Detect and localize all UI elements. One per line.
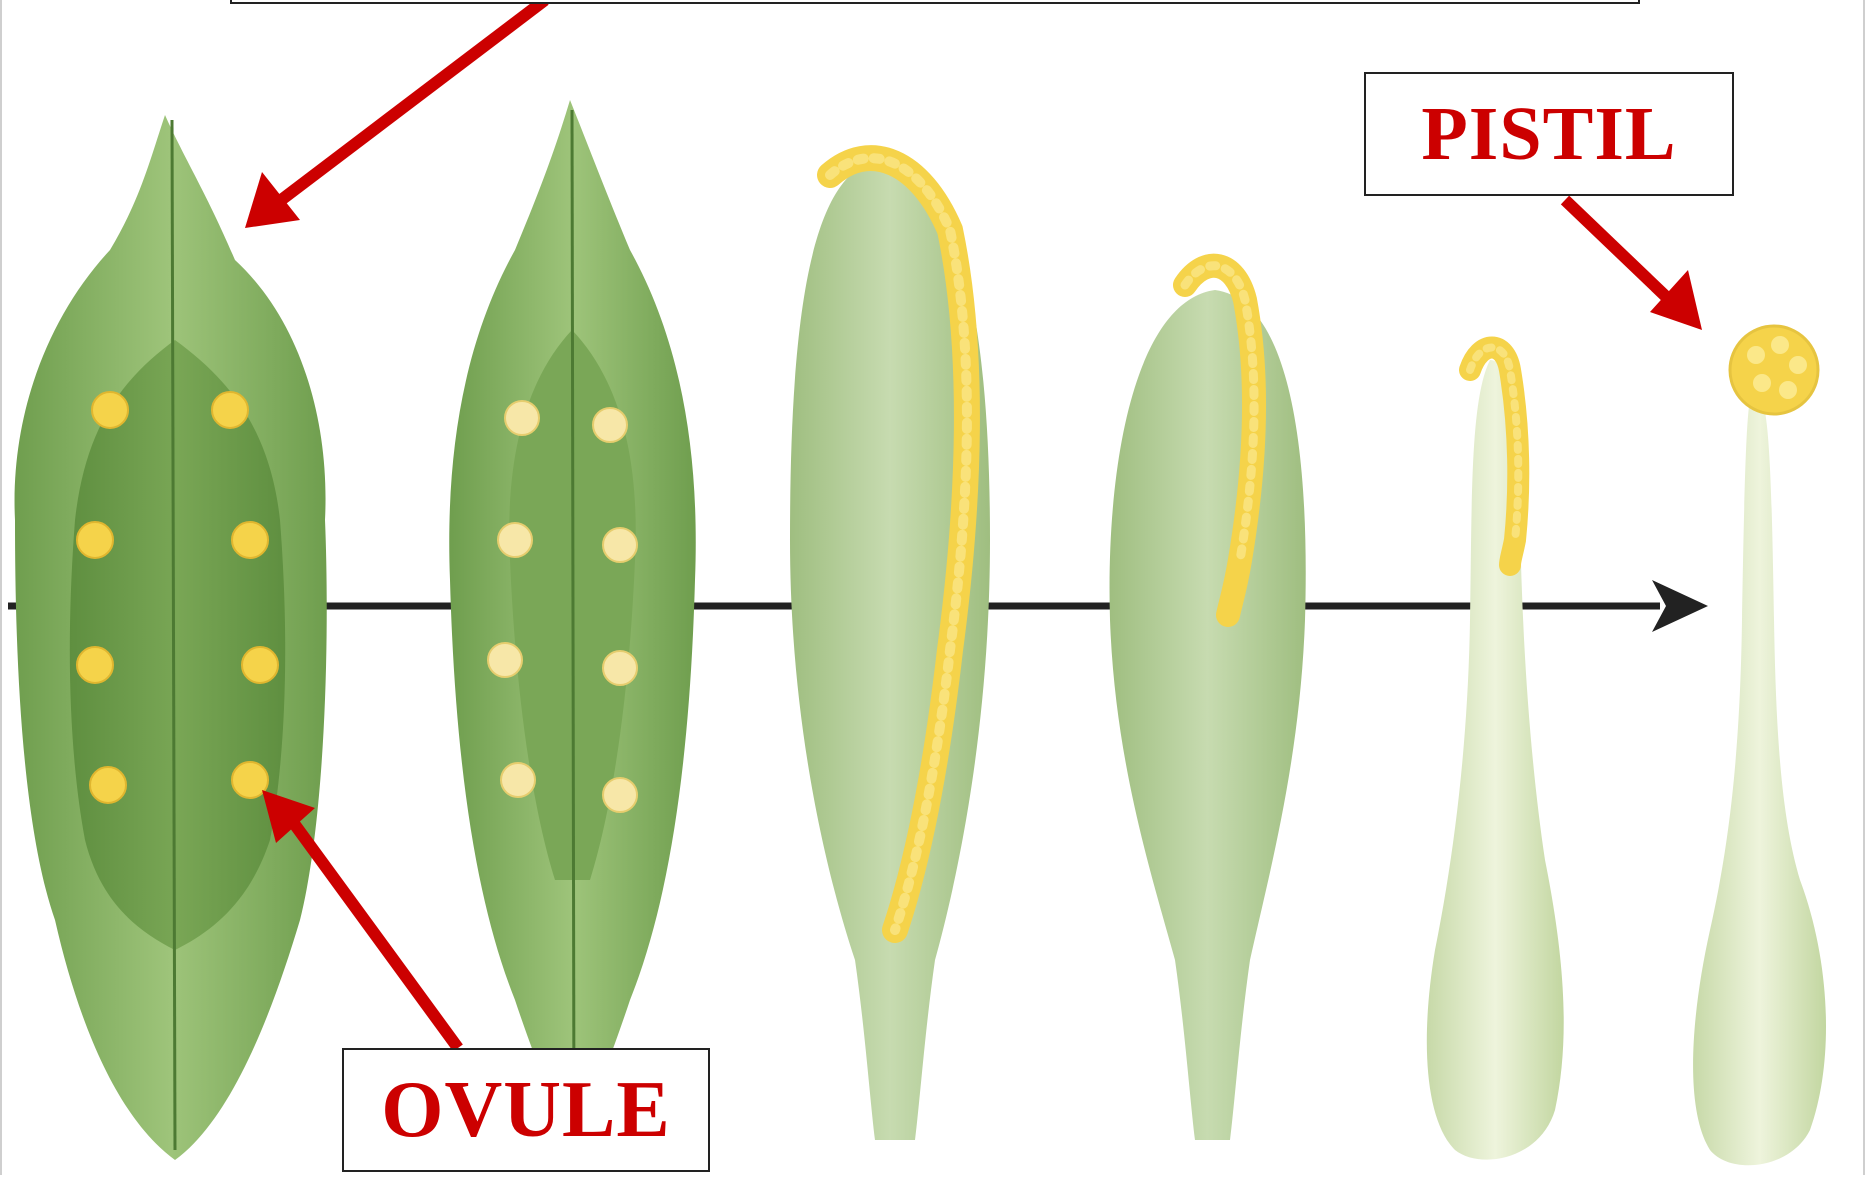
- pistil-label: PISTIL: [1421, 91, 1676, 178]
- stage-closed-carpel: [790, 158, 990, 1140]
- stage-carpel-with-crest: [1110, 266, 1306, 1140]
- top-label-arrow-head: [245, 172, 300, 228]
- ovule-label: OVULE: [381, 1065, 671, 1156]
- top-label-box: [230, 0, 1640, 4]
- top-label-arrow: [268, 0, 545, 210]
- stage-folding-carpel: [449, 100, 695, 1140]
- pistil-arrow-head: [1650, 270, 1702, 330]
- stage-open-carpel-leaf: [15, 115, 327, 1160]
- ovule-label-box: OVULE: [342, 1048, 710, 1172]
- pistil-arrow: [1565, 200, 1680, 310]
- ovule-arrow: [290, 818, 458, 1048]
- stage-mature-pistil: [1693, 326, 1826, 1165]
- stage-elongating-pistil: [1427, 348, 1564, 1160]
- pistil-label-box: PISTIL: [1364, 72, 1734, 196]
